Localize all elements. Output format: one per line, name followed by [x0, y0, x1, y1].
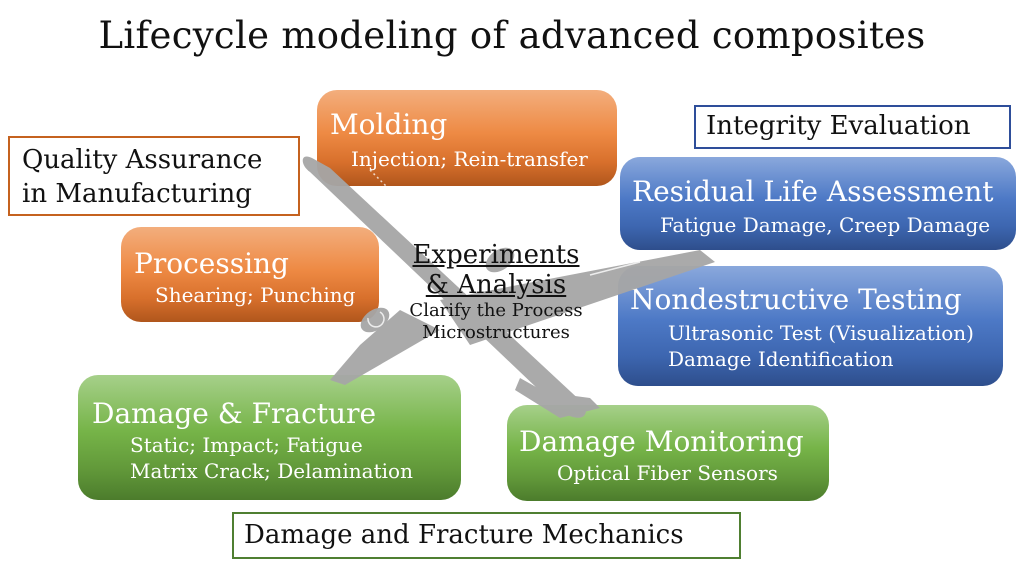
box-nondestructive-title: Nondestructive Testing: [630, 283, 962, 316]
label-damage-fracture-mechanics-text: Damage and Fracture Mechanics: [244, 520, 684, 550]
box-molding-line: Injection; Rein-transfer: [351, 147, 588, 171]
box-residual-life-line: Fatigue Damage, Creep Damage: [660, 213, 991, 237]
label-damage-fracture-mechanics: Damage and Fracture Mechanics: [232, 512, 741, 559]
center-line-2: Microstructures: [422, 322, 570, 343]
box-nondestructive-line-1: Ultrasonic Test (Visualization): [668, 321, 974, 345]
box-damage-monitoring: Damage Monitoring Optical Fiber Sensors: [507, 405, 829, 501]
box-damage-fracture-title: Damage & Fracture: [92, 397, 377, 430]
label-integrity-evaluation-text: Integrity Evaluation: [706, 111, 971, 141]
box-molding-title: Molding: [330, 108, 448, 141]
center-heading-2: & Analysis: [425, 270, 567, 300]
box-damage-fracture-line-1: Static; Impact; Fatigue: [130, 433, 363, 457]
label-quality-assurance-line-2: in Manufacturing: [22, 179, 252, 209]
box-processing-line: Shearing; Punching: [155, 283, 356, 307]
diagram-title: Lifecycle modeling of advanced composite…: [98, 14, 926, 57]
box-damage-fracture: Damage & Fracture Static; Impact; Fatigu…: [78, 375, 461, 500]
center-line-1: Clarify the Process: [409, 300, 583, 321]
box-residual-life-title: Residual Life Assessment: [632, 175, 994, 208]
box-processing: Processing Shearing; Punching: [121, 227, 379, 322]
box-nondestructive: Nondestructive Testing Ultrasonic Test (…: [618, 266, 1003, 386]
box-molding: Molding Injection; Rein-transfer: [317, 90, 617, 186]
label-quality-assurance-line-1: Quality Assurance: [22, 145, 263, 175]
center-text: Experiments & Analysis Clarify the Proce…: [376, 240, 616, 344]
label-quality-assurance: Quality Assurance in Manufacturing: [8, 136, 300, 216]
box-nondestructive-line-2: Damage Identification: [668, 347, 894, 371]
box-damage-fracture-line-2: Matrix Crack; Delamination: [130, 459, 413, 483]
box-processing-title: Processing: [134, 247, 289, 280]
box-residual-life: Residual Life Assessment Fatigue Damage,…: [620, 157, 1016, 250]
box-damage-monitoring-title: Damage Monitoring: [519, 425, 804, 458]
center-heading-1: Experiments: [412, 240, 580, 270]
label-integrity-evaluation: Integrity Evaluation: [694, 105, 1011, 149]
box-damage-monitoring-line: Optical Fiber Sensors: [557, 461, 778, 485]
